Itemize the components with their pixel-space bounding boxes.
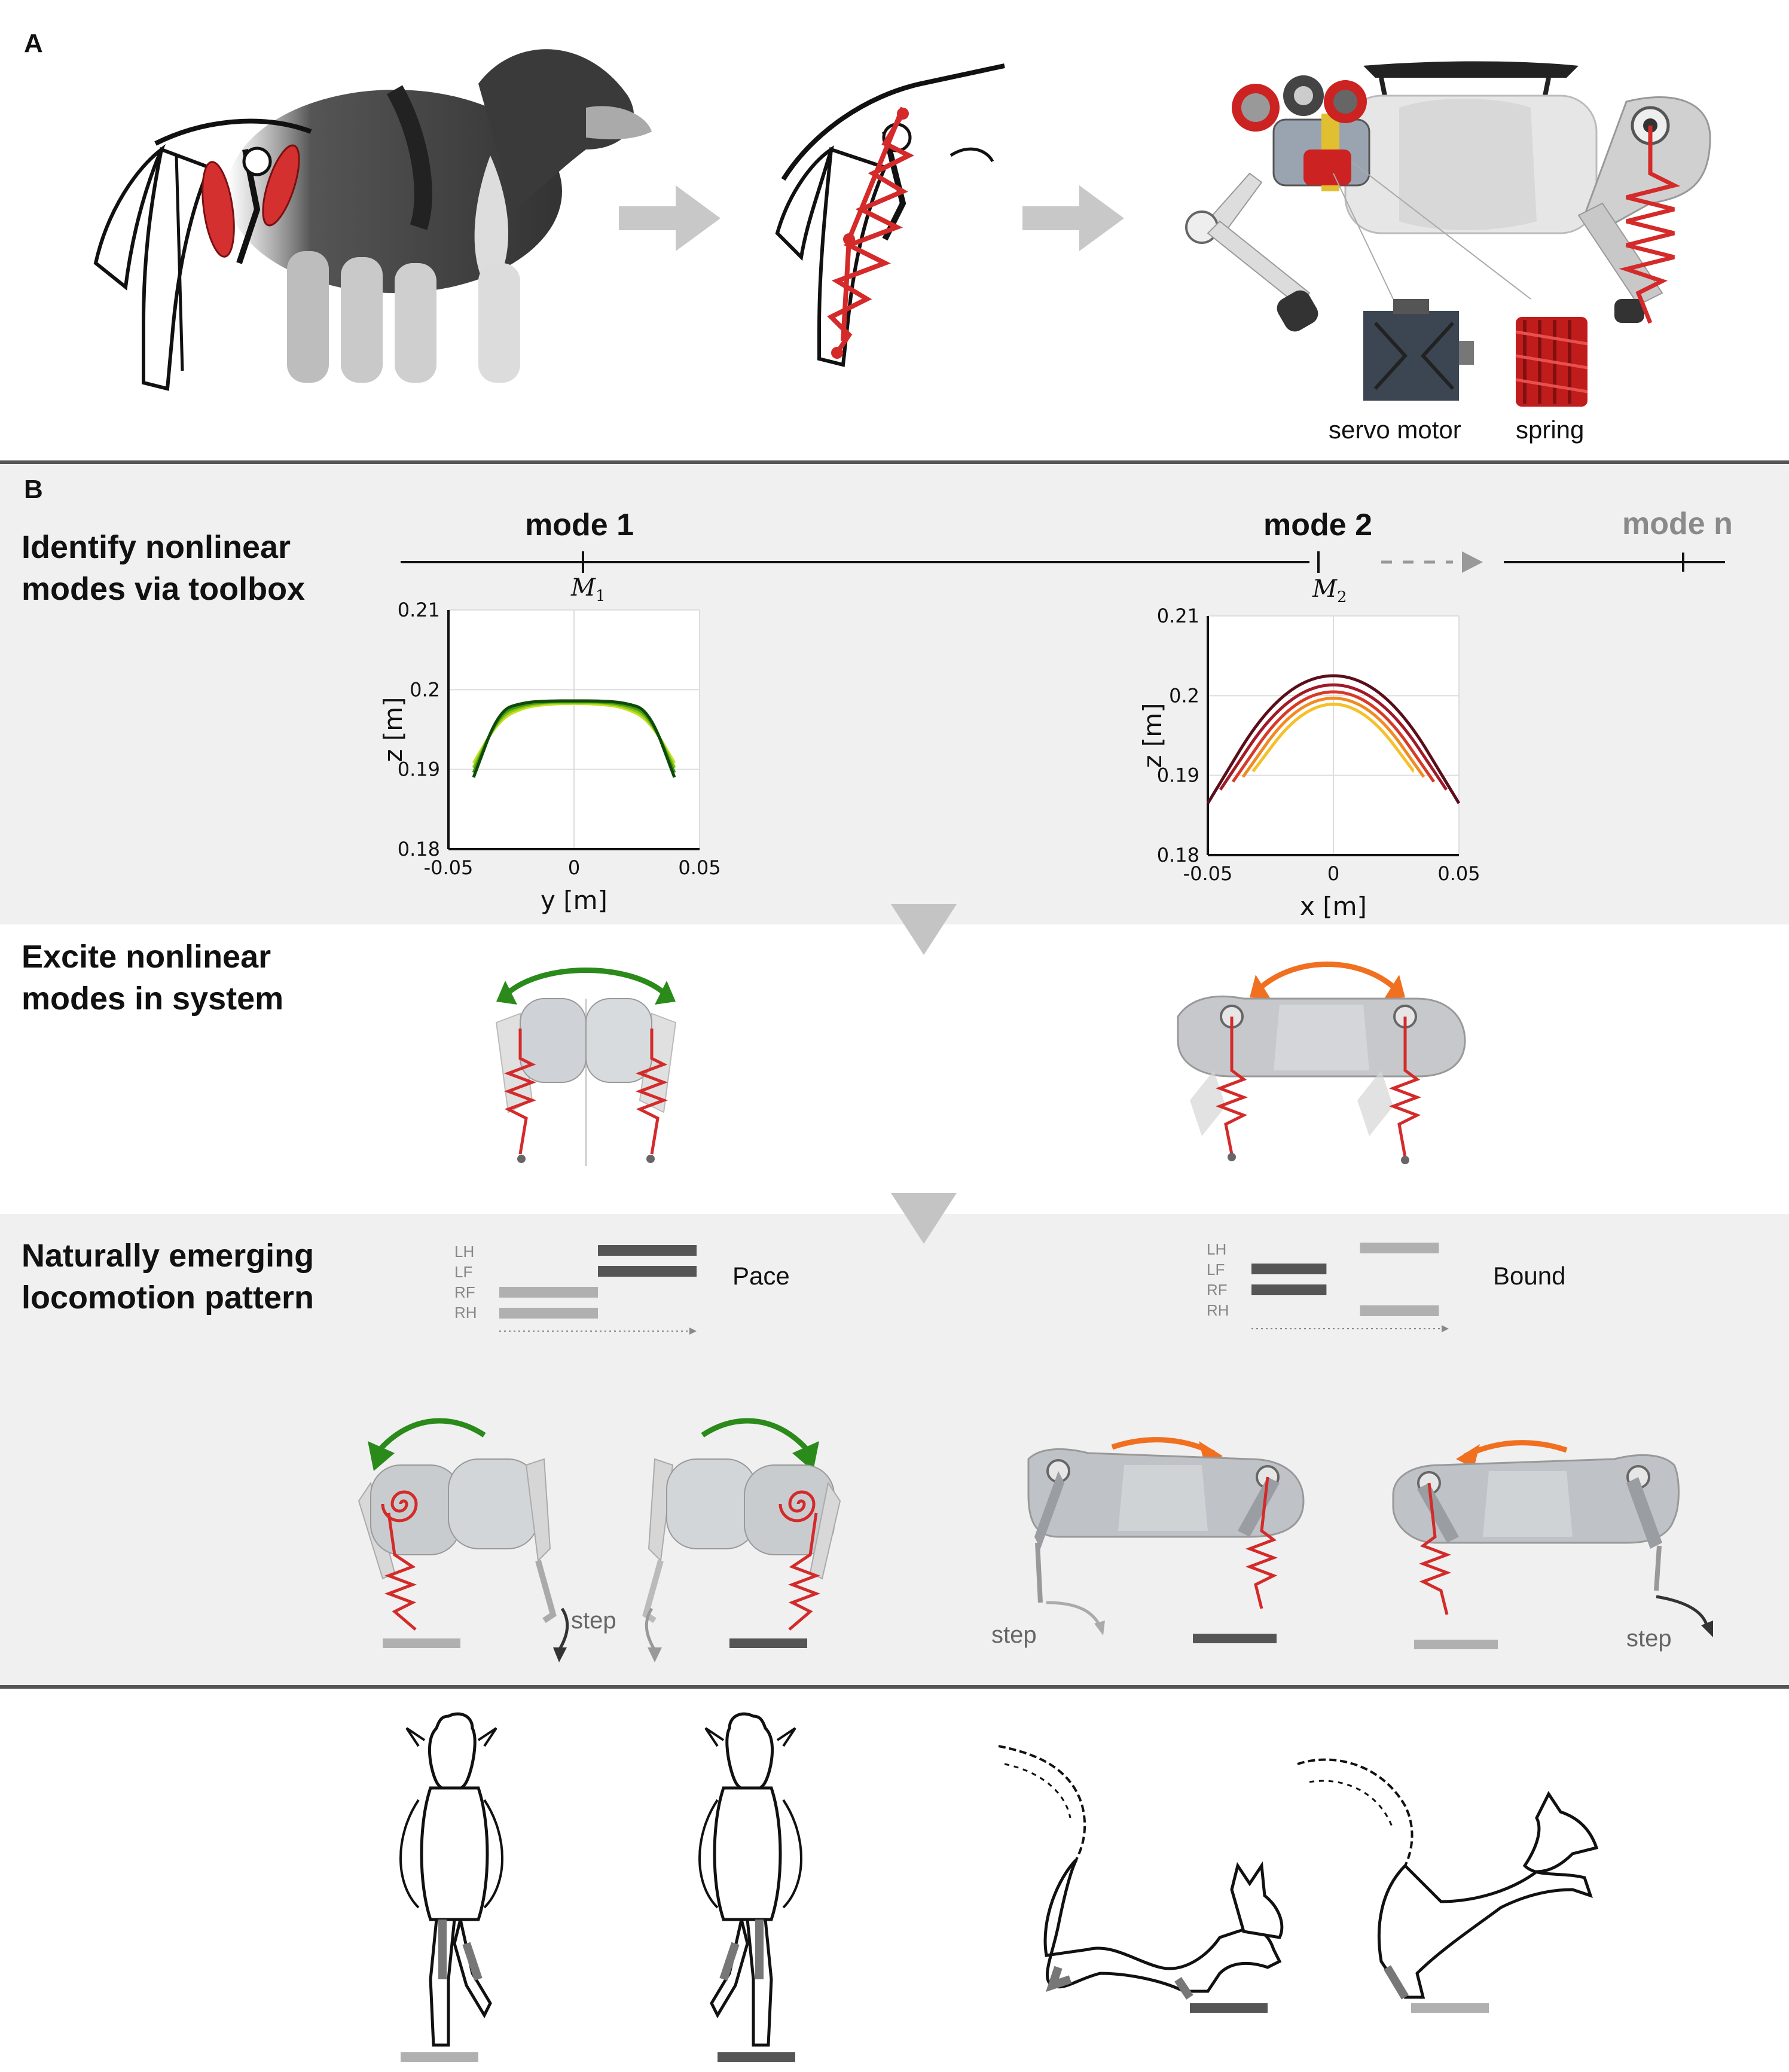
robot-pace-right-illustration bbox=[642, 1418, 841, 1662]
mode2-series-line-0 bbox=[1251, 703, 1415, 773]
pace-stance-bar-lf bbox=[598, 1266, 697, 1277]
mode2-plot: -0.05 0 0.05 0.21 0.2 0.19 0.18 x [m] z [m] bbox=[1138, 605, 1480, 921]
squirrel-bound-right-illustration bbox=[1297, 1758, 1599, 2013]
robot-bound-right-illustration bbox=[1392, 1440, 1713, 1649]
mode-2-label: mode 2 bbox=[1263, 508, 1373, 542]
robot-bound-left-illustration bbox=[1027, 1437, 1305, 1643]
mode2-ytick-label: 0.19 bbox=[1157, 764, 1199, 787]
servo-motor-image bbox=[1363, 299, 1474, 401]
mode-n-label: mode n bbox=[1622, 506, 1733, 541]
dog-photo-illustration bbox=[93, 49, 652, 391]
spring-image bbox=[1515, 317, 1588, 407]
bound-stance-bar-lf bbox=[1251, 1264, 1327, 1274]
step3-title: Naturally emerging locomotion pattern bbox=[22, 1238, 315, 1316]
band-identify-modes bbox=[0, 464, 1789, 924]
mode2-xlabel: x [m] bbox=[1300, 892, 1367, 921]
arrow-right-icon bbox=[1022, 185, 1124, 251]
bound-stance-bar-rf bbox=[1251, 1284, 1327, 1295]
m1-symbol: M1 bbox=[571, 574, 606, 605]
mode2-series-line-1 bbox=[1241, 697, 1425, 778]
mode1-ytick-label: 0.21 bbox=[398, 599, 440, 621]
robot-sagittal-mode-illustration bbox=[1177, 962, 1466, 1164]
spring-label: spring bbox=[1516, 416, 1585, 444]
step1-title: Identify nonlinear modes via toolbox bbox=[22, 529, 306, 607]
robot-cad-illustration bbox=[1185, 61, 1711, 332]
down-arrow-icon bbox=[891, 1193, 957, 1244]
pace-label: Pace bbox=[732, 1262, 790, 1290]
mode2-ytick-label: 0.2 bbox=[1169, 684, 1199, 707]
mode2-series-line-3 bbox=[1219, 683, 1448, 791]
pace-time-arrow bbox=[689, 1328, 697, 1335]
mode1-xtick-label: 0 bbox=[568, 856, 580, 879]
band-excite-modes bbox=[0, 924, 1789, 1214]
m2-symbol: M2 bbox=[1312, 575, 1347, 606]
band-locomotion-pattern bbox=[0, 1214, 1789, 1685]
mode1-ytick-label: 0.18 bbox=[398, 838, 440, 860]
mode-1-label: mode 1 bbox=[525, 508, 634, 542]
mode2-xtick-label: 0 bbox=[1327, 862, 1339, 885]
mode1-ytick-label: 0.2 bbox=[410, 678, 440, 701]
mode2-ytick-label: 0.21 bbox=[1157, 605, 1199, 627]
skeleton-spring-illustration bbox=[775, 63, 1005, 367]
divider-a-b bbox=[0, 460, 1789, 464]
mode1-xtick-label: -0.05 bbox=[424, 856, 474, 879]
mode1-plot: -0.05 0 0.05 0.21 0.2 0.19 0.18 y [m] z [m] bbox=[378, 599, 721, 915]
divider-b-animals bbox=[0, 1685, 1789, 1689]
servo-motor-label: servo motor bbox=[1329, 416, 1461, 444]
mode-timeline bbox=[401, 551, 1725, 573]
pace-stance-bar-lh bbox=[598, 1245, 697, 1256]
pace-stance-bar-rf bbox=[499, 1287, 598, 1298]
down-arrow-icon bbox=[891, 904, 957, 955]
step-label-bound-left: step bbox=[991, 1622, 1037, 1648]
mode2-series-line-2 bbox=[1231, 690, 1436, 783]
camel-pace-right-illustration bbox=[698, 1712, 802, 2062]
bound-stance-bar-rh bbox=[1360, 1305, 1439, 1316]
bound-gait-diagram bbox=[1251, 1243, 1449, 1332]
robot-lateral-mode-illustration bbox=[495, 968, 677, 1166]
mode2-series-line-4 bbox=[1206, 674, 1461, 804]
bound-label: Bound bbox=[1493, 1262, 1566, 1290]
squirrel-bound-left-illustration bbox=[998, 1745, 1284, 2013]
mode2-ytick-label: 0.18 bbox=[1157, 844, 1199, 866]
panel-a-label: A bbox=[24, 29, 43, 58]
mode2-xtick-label: 0.05 bbox=[1437, 862, 1480, 885]
step-label-bound-right: step bbox=[1626, 1625, 1672, 1652]
camel-pace-left-illustration bbox=[399, 1712, 503, 2062]
pace-gait-diagram bbox=[499, 1245, 697, 1335]
mode2-xtick-label: -0.05 bbox=[1183, 862, 1233, 885]
mode1-ytick-label: 0.19 bbox=[398, 758, 440, 781]
arrow-right-icon bbox=[619, 185, 721, 251]
step-label-pace: step bbox=[571, 1607, 616, 1634]
bound-time-arrow bbox=[1442, 1325, 1449, 1332]
step2-title: Excite nonlinear modes in system bbox=[22, 939, 284, 1017]
pace-stance-bar-rh bbox=[499, 1308, 598, 1319]
mode1-ylabel: z [m] bbox=[378, 697, 408, 762]
mode1-xtick-label: 0.05 bbox=[678, 856, 721, 879]
panel-b-label: B bbox=[24, 475, 43, 504]
robot-pace-left-illustration bbox=[358, 1418, 569, 1662]
bound-stance-bar-lh bbox=[1360, 1243, 1439, 1253]
mode2-ylabel: z [m] bbox=[1138, 703, 1167, 768]
mode1-xlabel: y [m] bbox=[541, 886, 607, 915]
mode1-series-line-3 bbox=[472, 699, 676, 778]
